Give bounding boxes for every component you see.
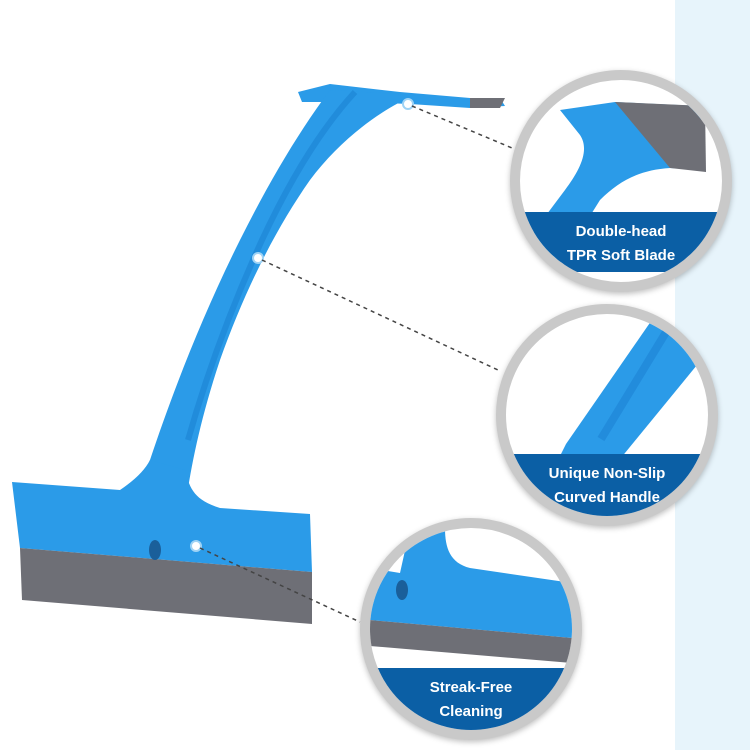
marker-dot-top — [402, 98, 414, 110]
bottom-blade-head — [12, 460, 312, 572]
handle-closeup-icon — [546, 314, 706, 484]
handle-body — [142, 90, 415, 510]
callout-banner: Unique Non-Slip Curved Handle — [506, 454, 708, 516]
marker-dot-middle — [252, 252, 264, 264]
leader-line-middle — [261, 259, 499, 371]
bottom-blade-closeup-icon — [370, 528, 572, 663]
callout-banner: Double-head TPR Soft Blade — [520, 212, 722, 272]
marker-dot-bottom — [190, 540, 202, 552]
callout-line2: Cleaning — [439, 703, 503, 720]
callout-line1: Unique Non-Slip — [548, 465, 666, 482]
callout-bottom-blade: Streak-Free Cleaning — [360, 518, 582, 740]
leader-line-bottom — [199, 547, 361, 623]
leader-line-top — [411, 105, 513, 149]
callout-blade: Double-head TPR Soft Blade — [510, 70, 732, 292]
callout-line1: Double-head — [575, 223, 667, 240]
callout-line2: Curved Handle — [554, 489, 660, 506]
hang-hole — [149, 540, 161, 560]
callout-line2: TPR Soft Blade — [566, 247, 676, 264]
callout-handle: Unique Non-Slip Curved Handle — [496, 304, 718, 526]
callout-line1: Streak-Free — [429, 679, 513, 696]
bottom-blade-rubber — [20, 548, 312, 624]
top-blade-edge — [470, 98, 505, 108]
callout-banner: Streak-Free Cleaning — [370, 668, 572, 730]
handle-ridge — [185, 89, 358, 441]
